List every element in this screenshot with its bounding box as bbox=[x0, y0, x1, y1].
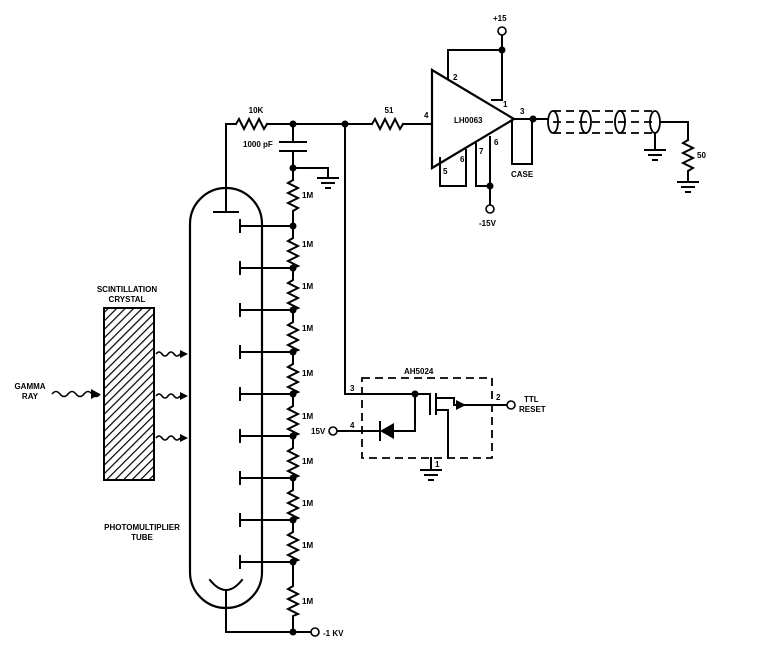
svg-text:1M: 1M bbox=[302, 597, 313, 606]
resistor-51-label: 51 bbox=[385, 106, 394, 115]
gamma-ray-arrowhead bbox=[91, 389, 100, 399]
diode bbox=[380, 423, 394, 439]
ground-50 bbox=[677, 181, 699, 193]
resistor-50 bbox=[680, 138, 696, 183]
scintillation-crystal bbox=[103, 307, 155, 481]
ah5024-label: AH5024 bbox=[404, 367, 434, 376]
coax-cable bbox=[532, 110, 661, 134]
svg-text:1M: 1M bbox=[302, 324, 313, 333]
case-label: CASE bbox=[511, 170, 534, 179]
photomultiplier-tube bbox=[188, 186, 264, 610]
gamma-label: GAMMA bbox=[14, 382, 45, 391]
lh0063-label: LH0063 bbox=[454, 116, 483, 125]
v15-terminal bbox=[328, 426, 338, 436]
minus15-terminal bbox=[485, 204, 495, 214]
amp-pin6b-label: 6 bbox=[494, 138, 499, 147]
switch-ground bbox=[420, 457, 442, 481]
svg-text:1M: 1M bbox=[302, 412, 313, 421]
svg-text:1M: 1M bbox=[302, 499, 313, 508]
coax-shield-ground bbox=[644, 132, 666, 161]
amp-pin5-pin6-loop bbox=[439, 149, 467, 187]
tube-label: TUBE bbox=[131, 533, 153, 542]
plus15-terminal bbox=[497, 26, 507, 36]
amp-pin4-label: 4 bbox=[424, 111, 429, 120]
amp-pin6a-label: 6 bbox=[460, 155, 465, 164]
svg-text:1M: 1M bbox=[302, 282, 313, 291]
switch-pin4-label: 4 bbox=[350, 421, 355, 430]
svg-text:1M: 1M bbox=[302, 191, 313, 200]
switch-pin2-label: 2 bbox=[496, 393, 501, 402]
plus15-label: +15 bbox=[493, 14, 507, 23]
amp-pin1-label: 1 bbox=[503, 100, 508, 109]
junction-plus15 bbox=[498, 46, 506, 54]
coax-output-wire bbox=[659, 121, 689, 141]
amp-pin2-label: 2 bbox=[453, 73, 458, 82]
photon-arrows bbox=[155, 350, 188, 442]
fet-drain bbox=[453, 397, 493, 406]
resistor-10k bbox=[234, 116, 269, 132]
case-loop bbox=[511, 120, 533, 165]
ttl-label: TTL bbox=[524, 395, 539, 404]
capacitor-1000pf bbox=[279, 123, 307, 169]
tap-wire-to-switch bbox=[344, 123, 363, 395]
photocathode bbox=[208, 578, 244, 591]
anode bbox=[213, 189, 239, 213]
capacitor-label: 1000 pF bbox=[243, 140, 273, 149]
svg-text:1M: 1M bbox=[302, 369, 313, 378]
ground-cap bbox=[292, 167, 339, 189]
divider-junctions bbox=[289, 164, 297, 636]
ttl-terminal bbox=[506, 400, 516, 410]
switch-pin3-label: 3 bbox=[350, 384, 355, 393]
ah5024-switch bbox=[361, 377, 493, 459]
amp-pin3-label: 3 bbox=[520, 107, 525, 116]
v15-label: 15V bbox=[311, 427, 326, 436]
ray-label: RAY bbox=[22, 392, 39, 401]
resistor-10k-label: 10K bbox=[249, 106, 264, 115]
dynodes bbox=[239, 219, 294, 569]
junction-minus15 bbox=[486, 182, 494, 190]
photomultiplier-label: PHOTOMULTIPLIER bbox=[104, 523, 180, 532]
hv-terminal bbox=[310, 627, 320, 637]
switch-pin1-label: 1 bbox=[435, 460, 440, 469]
fet-channel bbox=[435, 393, 455, 459]
amp-pin7-label: 7 bbox=[479, 147, 484, 156]
crystal-label: CRYSTAL bbox=[109, 295, 146, 304]
amp-pin5-label: 5 bbox=[443, 167, 448, 176]
svg-text:1M: 1M bbox=[302, 240, 313, 249]
divider-resistor-labels: 1M 1M 1M 1M 1M 1M 1M 1M 1M 1M bbox=[302, 191, 313, 606]
hv-label: -1 KV bbox=[323, 629, 344, 638]
amp-pin7-pin6-loop bbox=[475, 136, 491, 187]
svg-text:1M: 1M bbox=[302, 541, 313, 550]
scintillation-label: SCINTILLATION bbox=[97, 285, 158, 294]
resistor-51 bbox=[370, 116, 405, 132]
divider-resistors bbox=[285, 178, 301, 633]
resistor-50-label: 50 bbox=[697, 151, 706, 160]
minus15-label: -15V bbox=[479, 219, 497, 228]
anode-wire bbox=[225, 123, 237, 191]
svg-text:1M: 1M bbox=[302, 457, 313, 466]
reset-label: RESET bbox=[519, 405, 546, 414]
cathode-lead bbox=[225, 589, 294, 633]
lh0063-amplifier bbox=[430, 68, 517, 170]
